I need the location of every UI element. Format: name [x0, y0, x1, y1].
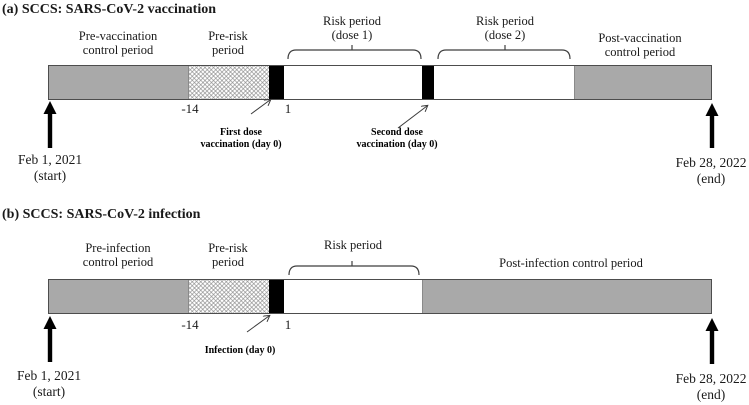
infection-pointer-icon — [246, 312, 275, 333]
risk-period-bracket-icon — [288, 261, 420, 276]
panel-a-risk-dose2-segment — [434, 66, 574, 99]
panel-a-end-date: Feb 28, 2022 — [675, 155, 747, 170]
panel-a-pre-risk-label: Pre-risk period — [208, 29, 248, 57]
panel-a-post-vaccination-label: Post-vaccination control period — [598, 31, 682, 59]
panel-a-title: (a) SCCS: SARS-CoV-2 vaccination — [2, 2, 217, 17]
risk-dose2-bracket-icon — [437, 45, 571, 60]
panel-b-start-date: Feb 1, 2021 — [16, 368, 82, 383]
panel-b-risk-segment — [284, 280, 422, 313]
panel-a-start-caption: (start) — [33, 168, 67, 183]
panel-b-post-infection-segment — [422, 280, 711, 313]
panel-b-end-date-block: Feb 28, 2022 (end) — [676, 371, 747, 403]
panel-b-pre-infection-label: Pre-infection control period — [82, 241, 154, 269]
panel-b-infection-event-segment — [269, 280, 284, 313]
panel-b-start-caption: (start) — [32, 384, 66, 399]
panel-b-risk-label: Risk period — [324, 238, 382, 252]
panel-a-start-date: Feb 1, 2021 — [17, 152, 83, 167]
panel-a-tick-1: 1 — [284, 101, 292, 116]
panel-a-pre-vaccination-segment — [49, 66, 188, 99]
panel-b-end-date: Feb 28, 2022 — [675, 371, 747, 386]
panel-b-start-arrow-icon — [43, 316, 57, 362]
risk-dose1-bracket-icon — [287, 45, 422, 60]
panel-a-start-date-block: Feb 1, 2021 (start) — [18, 152, 82, 184]
panel-a-risk-dose2-label: Risk period (dose 2) — [476, 14, 534, 42]
panel-b-post-infection-label: Post-infection control period — [499, 256, 643, 270]
panel-a-pre-risk-segment — [188, 66, 269, 99]
panel-b-title: (b) SCCS: SARS-CoV-2 infection — [2, 207, 201, 222]
second-dose-pointer-icon — [397, 102, 432, 129]
second-dose-annotation: Second dose vaccination (day 0) — [356, 127, 438, 150]
panel-a-tick-minus14: -14 — [181, 101, 199, 116]
panel-b-pre-risk-segment — [188, 280, 269, 313]
panel-a-end-date-block: Feb 28, 2022 (end) — [676, 155, 747, 187]
panel-a-post-vaccination-segment — [574, 66, 711, 99]
panel-a-risk-dose1-label: Risk period (dose 1) — [323, 14, 381, 42]
panel-a-start-arrow-icon — [43, 101, 57, 148]
panel-a-end-arrow-icon — [705, 103, 719, 148]
panel-b-end-arrow-icon — [705, 318, 719, 364]
panel-a-end-caption: (end) — [696, 171, 726, 186]
panel-b-end-caption: (end) — [696, 387, 726, 402]
panel-a-first-dose-event-segment — [269, 66, 284, 99]
panel-b-tick-1: 1 — [284, 317, 292, 332]
panel-b-pre-infection-segment — [49, 280, 188, 313]
first-dose-pointer-icon — [250, 96, 276, 115]
infection-annotation: Infection (day 0) — [204, 345, 276, 356]
panel-a-second-dose-event-segment — [422, 66, 434, 99]
panel-a-risk-dose1-segment — [284, 66, 422, 99]
first-dose-annotation: First dose vaccination (day 0) — [200, 127, 282, 150]
panel-b-timeline-bar — [48, 279, 712, 314]
panel-a-timeline-bar — [48, 65, 712, 100]
panel-b-tick-minus14: -14 — [181, 317, 199, 332]
panel-b-pre-risk-label: Pre-risk period — [208, 241, 248, 269]
panel-b-start-date-block: Feb 1, 2021 (start) — [17, 368, 81, 400]
panel-a-pre-vaccination-label: Pre-vaccination control period — [78, 29, 158, 57]
